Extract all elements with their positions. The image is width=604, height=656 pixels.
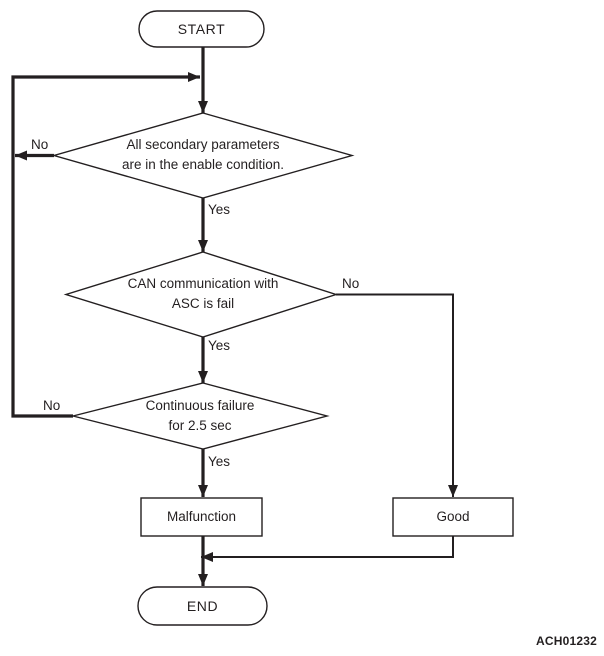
decision3-label-line2: for 2.5 sec: [168, 418, 232, 433]
decision3-node-label: Continuous failure for 2.5 sec: [50, 395, 350, 437]
end-terminator-shape: [137, 586, 268, 626]
decision2-diamond-shape: [63, 251, 339, 338]
connector-good-to-end-arrow: [201, 536, 454, 562]
decision1-no-branch-label: No: [31, 137, 49, 152]
connector-no-loop-return-arrow: [11, 72, 200, 418]
decision1-label-line2: are in the enable condition.: [121, 157, 285, 172]
figure-code: ACH01232: [536, 634, 597, 648]
good-node-label: Good: [436, 509, 470, 524]
decision2-label-line1: CAN communication with: [127, 276, 279, 291]
connector-decision2-no-arrow: [336, 293, 458, 497]
malfunction-node-label: Malfunction: [166, 509, 237, 524]
decision1-diamond-shape: [51, 112, 355, 199]
decision3-no-branch-label: No: [43, 398, 61, 413]
decision1-node-label: All secondary parameters are in the enab…: [53, 134, 353, 176]
good-process-shape: [392, 497, 514, 537]
decision2-node-label: CAN communication with ASC is fail: [53, 273, 353, 315]
decision2-no-branch-label: No: [342, 276, 360, 291]
decision2-label-line2: ASC is fail: [171, 296, 235, 311]
decision2-yes-branch-label: Yes: [208, 338, 231, 353]
decision3-label-line1: Continuous failure: [145, 398, 255, 413]
decision1-yes-branch-label: Yes: [208, 202, 231, 217]
decision3-yes-branch-label: Yes: [208, 454, 231, 469]
start-node-label: START: [177, 21, 226, 37]
end-node-label: END: [186, 598, 219, 614]
decision1-label-line1: All secondary parameters: [126, 137, 280, 152]
malfunction-process-shape: [140, 497, 263, 537]
start-terminator-shape: [138, 10, 265, 48]
decision3-diamond-shape: [72, 382, 330, 450]
